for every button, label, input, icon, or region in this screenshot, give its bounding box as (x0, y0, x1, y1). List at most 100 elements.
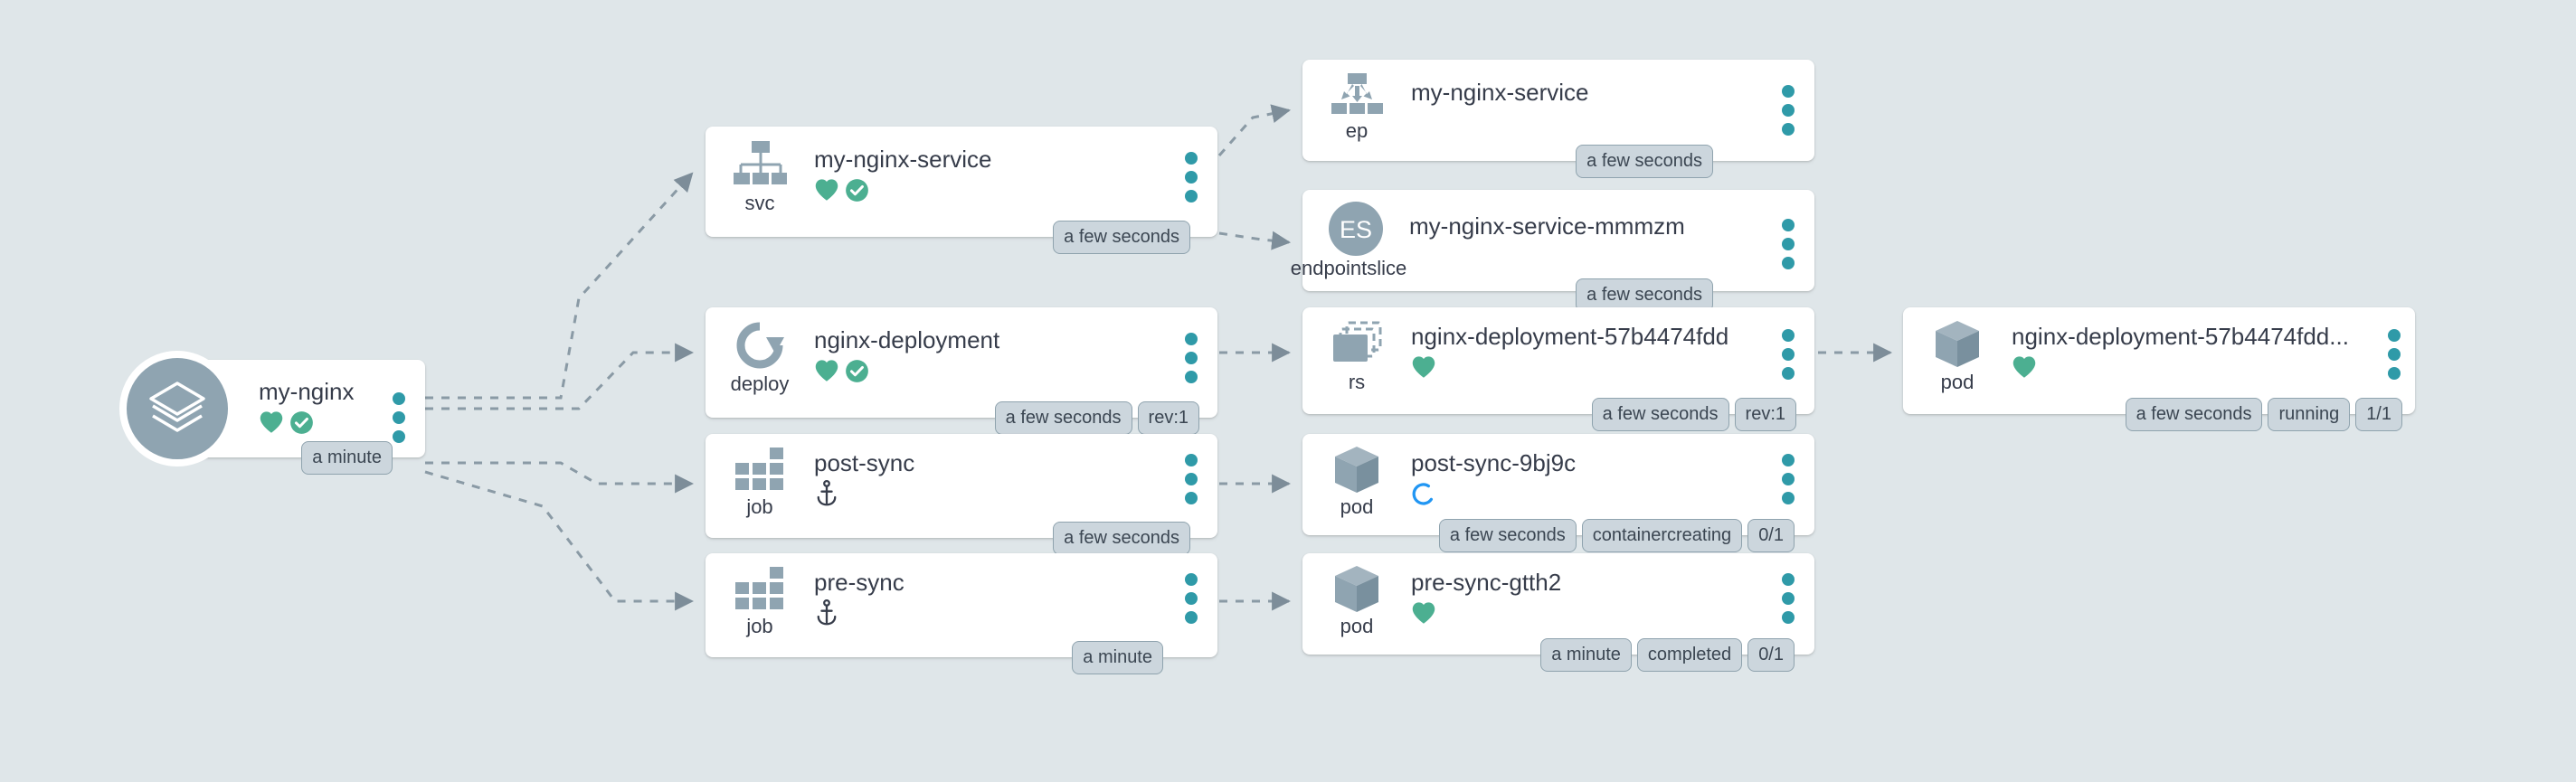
kebab-dot (1782, 492, 1795, 504)
node-status-row (814, 480, 1217, 510)
pill-ready[interactable]: 0/1 (1747, 519, 1795, 552)
node-menu-button[interactable] (1782, 329, 1795, 380)
node-menu-button[interactable] (1185, 573, 1198, 624)
node-menu-button[interactable] (393, 392, 405, 443)
node-pill-group: a few seconds (1576, 145, 1713, 178)
sync-synced-icon[interactable] (845, 359, 869, 387)
health-healthy-icon[interactable] (259, 410, 284, 438)
endpointslice-es-badge: ES (1328, 202, 1384, 256)
node-status-row (814, 360, 1217, 387)
replicaset-stacked-icon (1331, 320, 1383, 369)
node-text-block: pre-sync (814, 553, 1217, 629)
kebab-dot (1185, 454, 1198, 466)
pill-age[interactable]: a few seconds (994, 401, 1132, 435)
node-pill-group: a minute (1072, 641, 1163, 674)
kebab-dot (1185, 333, 1198, 345)
resource-node-deployment[interactable]: deploy nginx-deployment (706, 307, 1217, 435)
kebab-dot (1782, 329, 1795, 342)
kebab-dot (1185, 371, 1198, 383)
resource-node-endpointslice[interactable]: ES endpointslice my-nginx-service-mmmzm … (1291, 190, 1814, 312)
resource-node-endpoints[interactable]: ep my-nginx-service a few seconds (1302, 60, 1814, 178)
node-menu-button[interactable] (1782, 85, 1795, 136)
node-kind-block: deploy (706, 307, 814, 394)
node-text-block: nginx-deployment-57b4474fdd (1411, 307, 1814, 383)
pill-age[interactable]: a few seconds (1053, 221, 1190, 254)
health-healthy-icon[interactable] (1411, 355, 1436, 383)
pill-age[interactable]: a minute (301, 441, 393, 475)
resource-node-pod-post-sync[interactable]: pod post-sync-9bj9c a few seconds (1302, 434, 1814, 552)
kebab-dot (1782, 367, 1795, 380)
health-healthy-icon[interactable] (814, 178, 839, 206)
resource-node-job-post-sync[interactable]: job post-sync (706, 434, 1217, 555)
resource-node-pod-pre-sync[interactable]: pod pre-sync-gtth2 a minute (1302, 553, 1814, 672)
pill-age[interactable]: a few seconds (1053, 522, 1190, 555)
kebab-dot (1782, 219, 1795, 231)
kebab-dot (1185, 171, 1198, 184)
node-kind-block: ep (1302, 60, 1411, 141)
resource-node-service[interactable]: svc my-nginx-service (706, 127, 1217, 254)
node-status-row (814, 179, 1217, 206)
node-title: nginx-deployment-57b4474fdd... (2012, 324, 2349, 350)
pill-revision[interactable]: rev:1 (1137, 401, 1199, 435)
kebab-dot (1782, 257, 1795, 269)
pill-age[interactable]: a minute (1072, 641, 1163, 674)
node-text-block: nginx-deployment-57b4474fdd... (2012, 307, 2415, 383)
pill-age[interactable]: a minute (1540, 638, 1632, 672)
pill-revision[interactable]: rev:1 (1734, 398, 1796, 431)
health-healthy-icon[interactable] (2012, 355, 2037, 383)
pill-age[interactable]: a few seconds (1438, 519, 1577, 552)
node-menu-button[interactable] (2388, 329, 2401, 380)
kebab-dot (1782, 85, 1795, 98)
pill-phase[interactable]: containercreating (1581, 519, 1743, 552)
health-healthy-icon[interactable] (1411, 601, 1436, 629)
node-menu-button[interactable] (1782, 454, 1795, 504)
pill-age[interactable]: a few seconds (2125, 398, 2263, 431)
pill-ready[interactable]: 1/1 (2355, 398, 2402, 431)
job-grid-icon (734, 566, 785, 613)
resource-node-application[interactable]: my-nginx (119, 351, 425, 475)
pill-phase[interactable]: running (2268, 398, 2351, 431)
node-status-row (814, 599, 1217, 629)
node-kind-block: svc (706, 127, 814, 213)
node-text-block: post-sync (814, 434, 1217, 510)
resource-node-replicaset[interactable]: rs nginx-deployment-57b4474fdd a f (1302, 307, 1814, 431)
hook-anchor-icon[interactable] (814, 599, 839, 629)
node-kind-label: svc (744, 192, 775, 214)
pill-age[interactable]: a few seconds (1576, 145, 1713, 178)
node-title: my-nginx-service-mmmzm (1409, 213, 1685, 240)
node-title: post-sync-9bj9c (1411, 450, 1577, 476)
service-tree-icon (733, 139, 787, 190)
kebab-dot (1185, 611, 1198, 624)
node-text-block: my-nginx-service (1411, 60, 1814, 107)
node-menu-button[interactable] (1185, 333, 1198, 383)
node-text-block: post-sync-9bj9c (1411, 434, 1814, 510)
pod-cube-icon (1332, 447, 1381, 494)
node-kind-label: pod (1340, 495, 1374, 518)
kebab-dot (1185, 473, 1198, 485)
health-healthy-icon[interactable] (814, 359, 839, 387)
node-kind-label: deploy (730, 372, 790, 395)
health-progressing-spinner-icon[interactable] (1411, 481, 1436, 510)
node-kind-block: pod (1302, 434, 1411, 517)
node-menu-button[interactable] (1782, 219, 1795, 269)
node-kind-block: job (706, 553, 814, 636)
kebab-dot (2388, 348, 2401, 361)
sync-synced-icon[interactable] (289, 410, 314, 438)
node-kind-block: pod (1302, 553, 1411, 636)
pill-phase[interactable]: completed (1636, 638, 1743, 672)
node-menu-button[interactable] (1185, 152, 1198, 203)
node-title: my-nginx-service (814, 146, 992, 173)
hook-anchor-icon[interactable] (814, 480, 839, 510)
resource-node-pod-nginx-deployment[interactable]: pod nginx-deployment-57b4474fdd... (1903, 307, 2415, 431)
node-menu-button[interactable] (1185, 454, 1198, 504)
node-kind-block: rs (1302, 307, 1411, 392)
resource-node-job-pre-sync[interactable]: job pre-sync (706, 553, 1217, 674)
kebab-dot (1782, 454, 1795, 466)
kebab-dot (1185, 190, 1198, 203)
sync-synced-icon[interactable] (845, 178, 869, 206)
pill-age[interactable]: a few seconds (1591, 398, 1729, 431)
node-kind-label: rs (1348, 371, 1366, 393)
pill-ready[interactable]: 0/1 (1747, 638, 1795, 672)
node-menu-button[interactable] (1782, 573, 1795, 624)
